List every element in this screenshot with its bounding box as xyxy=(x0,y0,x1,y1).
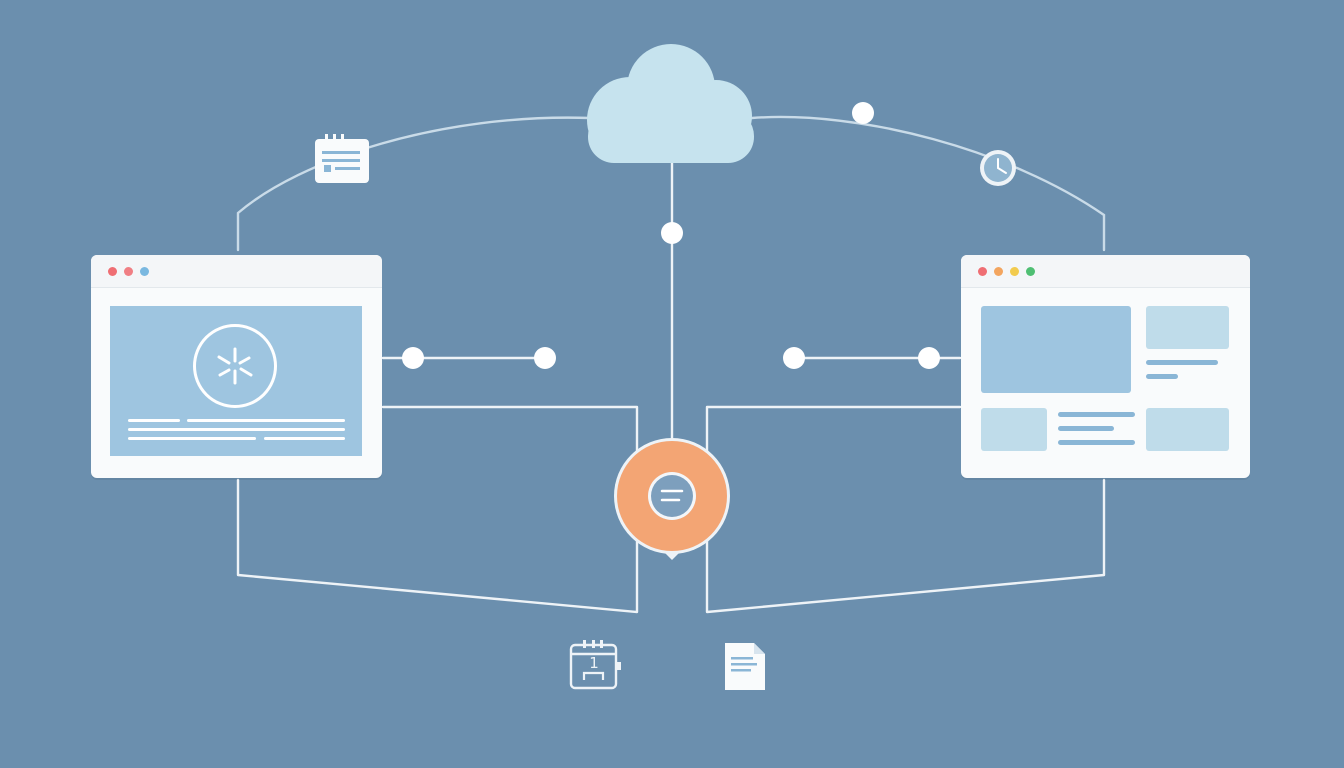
right-connector-node-b xyxy=(918,347,940,369)
hero-image-block xyxy=(981,306,1131,393)
text-bar xyxy=(1058,412,1135,417)
right-connector-node-a xyxy=(783,347,805,369)
note-card-icon xyxy=(315,134,369,183)
window-maximize-dot xyxy=(1010,267,1019,276)
window-maximize-dot xyxy=(140,267,149,276)
hub-chat-icon xyxy=(614,438,730,560)
text-bar xyxy=(1146,374,1178,379)
cloud-icon xyxy=(587,44,754,163)
right-window-titlebar xyxy=(961,255,1250,288)
text-bar xyxy=(1058,440,1135,445)
window-minimize-dot xyxy=(994,267,1003,276)
calendar-day-number: 1 xyxy=(589,654,599,672)
text-line xyxy=(187,419,345,422)
thumbnail-card xyxy=(1146,408,1229,451)
calendar-icon: 1 xyxy=(569,640,621,690)
window-close-dot xyxy=(978,267,987,276)
document-icon xyxy=(725,643,765,690)
text-line xyxy=(264,437,345,440)
text-bar xyxy=(1058,426,1114,431)
arc-right-node xyxy=(852,102,874,124)
window-minimize-dot xyxy=(124,267,133,276)
window-extra-dot xyxy=(1026,267,1035,276)
window-close-dot xyxy=(108,267,117,276)
text-bar xyxy=(1146,360,1218,365)
loading-spinner-icon xyxy=(193,324,277,408)
left-connector-node-b xyxy=(534,347,556,369)
edge-left-window-to-cloud xyxy=(236,116,592,252)
cloud-link-node xyxy=(661,222,683,244)
text-line xyxy=(128,419,180,422)
clock-icon xyxy=(980,150,1016,186)
left-window-titlebar xyxy=(91,255,382,288)
edge-left-window-to-hub xyxy=(236,405,639,614)
text-line xyxy=(128,437,256,440)
thumbnail-card xyxy=(981,408,1047,451)
left-window-content-panel xyxy=(110,306,362,456)
right-browser-window xyxy=(961,255,1250,478)
edge-cloud-to-right-window xyxy=(750,115,1106,252)
text-line xyxy=(128,428,345,431)
left-browser-window xyxy=(91,255,382,478)
edge-right-window-to-hub xyxy=(705,405,1106,614)
sidebar-card xyxy=(1146,306,1229,349)
left-connector-node-a xyxy=(402,347,424,369)
